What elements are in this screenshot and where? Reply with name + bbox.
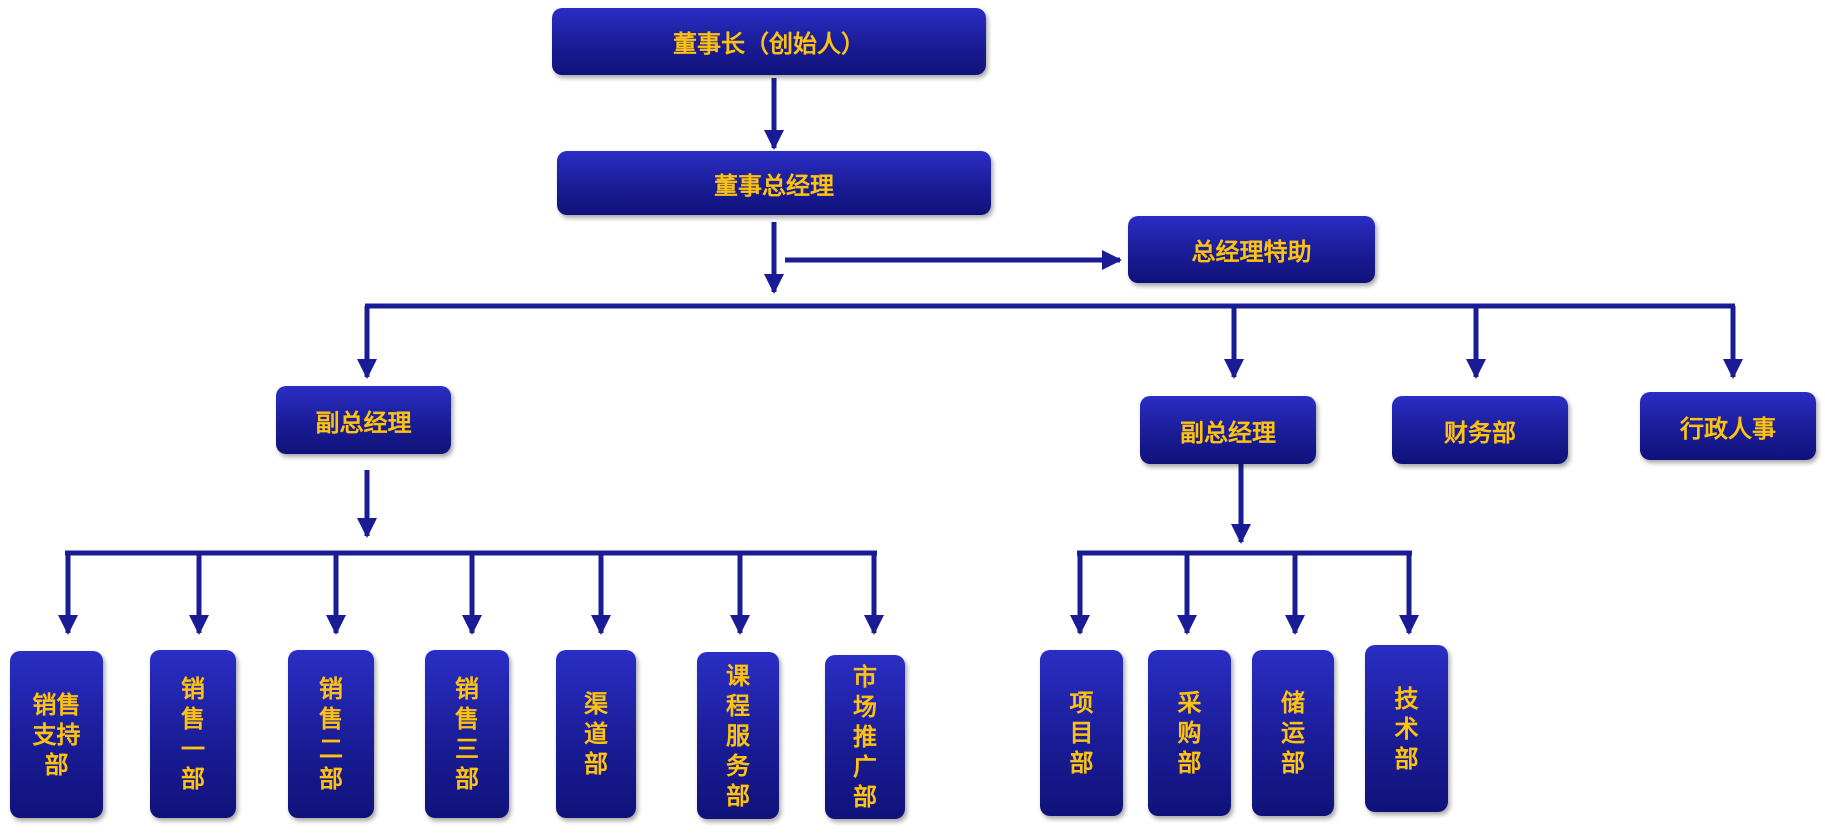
node-vp-right-label: 副总经理: [1180, 418, 1276, 447]
node-dept-course-service-label: 课程服务部: [726, 661, 750, 810]
node-dept-tech: 技术部: [1365, 645, 1448, 812]
node-vp-left-label: 副总经理: [315, 408, 412, 437]
node-dept-marketing-label: 市场推广部: [853, 663, 877, 811]
node-chairman-label: 董事长（创始人）: [673, 30, 865, 58]
node-dept-sales2: 销售二部: [288, 650, 374, 818]
node-dept-sales-support: 销售支持部: [10, 651, 103, 818]
node-dept-channel-label: 渠道部: [584, 690, 608, 778]
node-finance-label: 财务部: [1444, 418, 1516, 447]
node-dept-sales1-label: 销售一部: [181, 675, 205, 793]
node-gm-label: 董事总经理: [714, 171, 834, 200]
node-dept-project-label: 项目部: [1069, 689, 1094, 777]
node-gm-assistant: 总经理特助: [1128, 216, 1375, 283]
node-admin-hr-label: 行政人事: [1680, 414, 1776, 443]
node-dept-sales3: 销售三部: [425, 650, 509, 818]
node-vp-right: 副总经理: [1140, 396, 1316, 464]
node-dept-purchase: 采购部: [1148, 650, 1231, 816]
node-dept-marketing: 市场推广部: [825, 655, 905, 819]
node-dept-project: 项目部: [1040, 650, 1123, 816]
node-dept-sales3-label: 销售三部: [455, 675, 479, 793]
node-finance: 财务部: [1392, 396, 1568, 464]
node-dept-logistics: 储运部: [1252, 650, 1334, 816]
node-dept-channel: 渠道部: [556, 650, 636, 818]
node-dept-sales2-label: 销售二部: [319, 675, 343, 793]
node-dept-purchase-label: 采购部: [1177, 689, 1202, 777]
node-dept-logistics-label: 储运部: [1281, 689, 1305, 777]
node-dept-tech-label: 技术部: [1394, 684, 1419, 773]
node-dept-course-service: 课程服务部: [697, 652, 779, 819]
node-chairman: 董事长（创始人）: [552, 8, 986, 75]
node-gm-assistant-label: 总经理特助: [1191, 238, 1312, 266]
node-dept-sales-support-label: 销售支持部: [32, 690, 81, 779]
node-gm: 董事总经理: [557, 151, 991, 215]
node-vp-left: 副总经理: [276, 386, 451, 454]
node-dept-sales1: 销售一部: [150, 650, 236, 818]
node-admin-hr: 行政人事: [1640, 392, 1816, 460]
